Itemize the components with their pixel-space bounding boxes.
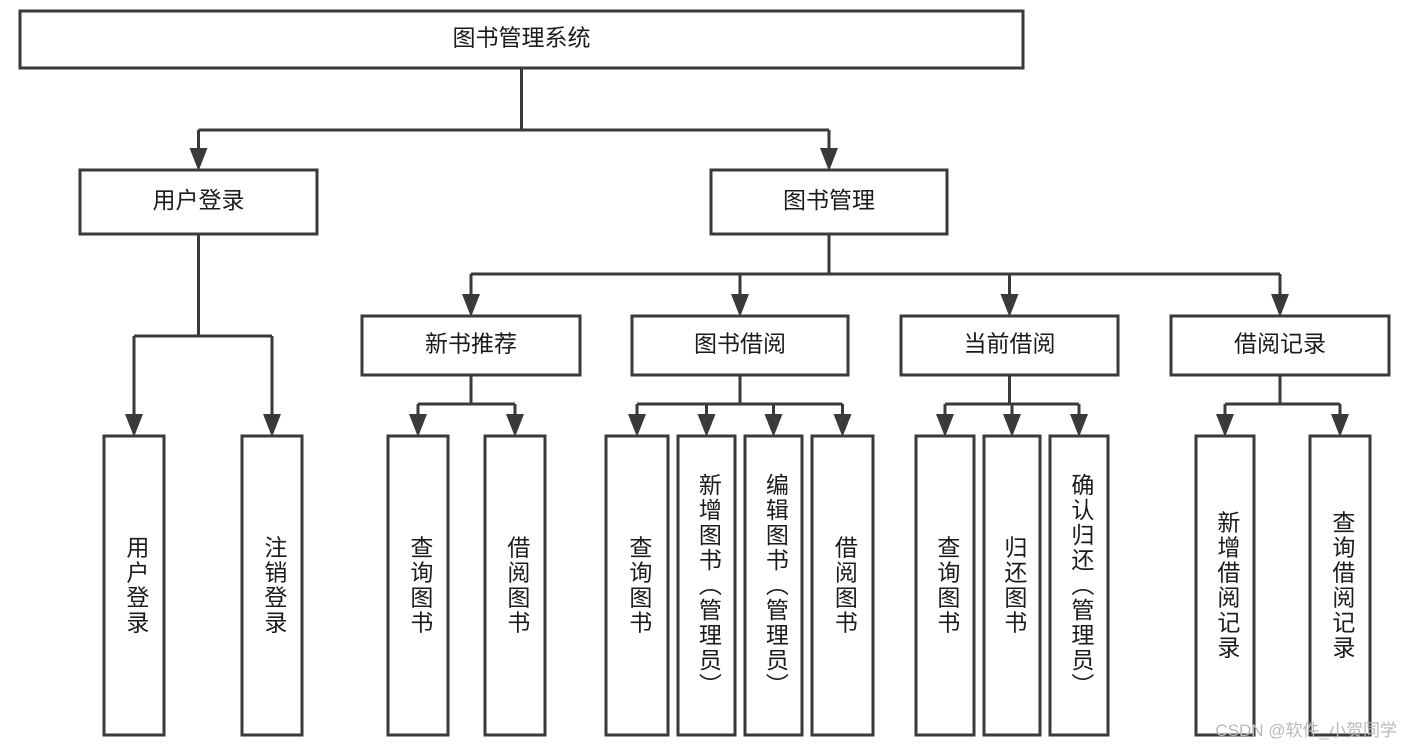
arrow-head-icon <box>1070 414 1088 437</box>
connector-group-new-book-rec <box>409 375 524 437</box>
node-leaf-add-record[interactable]: 新增借阅记录 <box>1194 434 1256 737</box>
arrow-head-icon <box>731 294 749 317</box>
connector-group-book-manage <box>462 234 1289 317</box>
node-user-login[interactable]: 用户登录 <box>78 168 319 236</box>
node-box-leaf-return-book[interactable] <box>982 434 1042 737</box>
arrow-head-icon <box>1216 414 1234 437</box>
arrow-head-icon <box>1003 414 1021 437</box>
arrow-head-icon <box>833 414 852 437</box>
connector-group-user-login <box>125 234 281 437</box>
node-box-current-borrow[interactable] <box>899 314 1120 377</box>
node-label-leaf-query-record: 查询借阅记录 <box>1329 511 1356 661</box>
node-box-leaf-confirm-return[interactable] <box>1048 434 1110 737</box>
node-box-leaf-edit-book[interactable] <box>743 434 804 737</box>
node-box-user-login[interactable] <box>78 168 319 236</box>
connector-group-borrow-record <box>1216 375 1349 437</box>
node-box-leaf-query-book[interactable] <box>604 434 670 737</box>
node-box-leaf-logout[interactable] <box>240 434 304 737</box>
node-label-leaf-query-book-rec: 查询图书 <box>407 536 434 636</box>
node-leaf-user-login[interactable]: 用户登录 <box>102 434 166 737</box>
arrow-head-icon <box>1331 414 1349 437</box>
arrow-head-icon <box>1000 294 1019 317</box>
node-leaf-logout[interactable]: 注销登录 <box>240 434 304 737</box>
node-root[interactable]: 图书管理系统 <box>18 9 1025 70</box>
node-new-book-rec[interactable]: 新书推荐 <box>360 314 582 377</box>
node-label-leaf-add-book: 新增图书（管理员） <box>695 473 722 698</box>
arrow-head-icon <box>462 294 480 317</box>
node-label-leaf-return-book: 归还图书 <box>1001 536 1028 636</box>
node-box-book-manage[interactable] <box>709 168 949 236</box>
connector-group-book-borrow <box>628 375 852 437</box>
node-layer: 图书管理系统用户登录图书管理新书推荐图书借阅当前借阅借阅记录用户登录注销登录查询… <box>18 9 1391 737</box>
arrow-head-icon <box>1271 294 1289 317</box>
node-box-book-borrow[interactable] <box>630 314 850 377</box>
connector-layer <box>125 68 1349 437</box>
node-leaf-query-book-rec[interactable]: 查询图书 <box>386 434 450 737</box>
node-leaf-borrow-book[interactable]: 借阅图书 <box>810 434 875 737</box>
node-box-leaf-borrow-book-rec[interactable] <box>483 434 547 737</box>
node-box-leaf-query-book-cur[interactable] <box>914 434 976 737</box>
node-borrow-record[interactable]: 借阅记录 <box>1169 314 1391 377</box>
arrow-head-icon <box>936 414 954 437</box>
node-label-leaf-borrow-book-rec: 借阅图书 <box>504 536 531 636</box>
node-box-borrow-record[interactable] <box>1169 314 1391 377</box>
arrow-head-icon <box>628 414 646 437</box>
arrow-head-icon <box>820 148 838 171</box>
node-book-borrow[interactable]: 图书借阅 <box>630 314 850 377</box>
node-label-user-login: 用户登录 <box>153 187 245 213</box>
arrow-head-icon <box>764 414 783 437</box>
node-label-leaf-confirm-return: 确认归还（管理员） <box>1068 473 1095 698</box>
node-label-leaf-query-book: 查询图书 <box>626 536 653 636</box>
arrow-head-icon <box>189 148 208 171</box>
node-book-manage[interactable]: 图书管理 <box>709 168 949 236</box>
node-label-root: 图书管理系统 <box>453 25 591 51</box>
node-label-leaf-borrow-book: 借阅图书 <box>831 536 858 636</box>
node-box-leaf-user-login[interactable] <box>102 434 166 737</box>
node-leaf-query-record[interactable]: 查询借阅记录 <box>1308 434 1372 737</box>
node-box-root[interactable] <box>18 9 1025 70</box>
node-box-leaf-query-book-rec[interactable] <box>386 434 450 737</box>
connector-group-current-borrow <box>936 375 1088 437</box>
node-leaf-return-book[interactable]: 归还图书 <box>982 434 1042 737</box>
node-leaf-add-book[interactable]: 新增图书（管理员） <box>676 434 737 737</box>
arrow-head-icon <box>263 414 281 437</box>
watermark-label: CSDN @软件_小贺同学 <box>1215 721 1397 740</box>
node-label-leaf-logout: 注销登录 <box>261 536 288 636</box>
connector-group-root <box>189 68 838 171</box>
arrow-head-icon <box>506 414 524 437</box>
node-label-leaf-add-record: 新增借阅记录 <box>1214 511 1241 661</box>
arrow-head-icon <box>409 414 427 437</box>
node-label-leaf-query-book-cur: 查询图书 <box>934 536 961 636</box>
node-leaf-query-book[interactable]: 查询图书 <box>604 434 670 737</box>
node-box-leaf-borrow-book[interactable] <box>810 434 875 737</box>
node-leaf-query-book-cur[interactable]: 查询图书 <box>914 434 976 737</box>
node-box-leaf-add-book[interactable] <box>676 434 737 737</box>
node-current-borrow[interactable]: 当前借阅 <box>899 314 1120 377</box>
node-leaf-borrow-book-rec[interactable]: 借阅图书 <box>483 434 547 737</box>
node-leaf-confirm-return[interactable]: 确认归还（管理员） <box>1048 434 1110 737</box>
node-label-new-book-rec: 新书推荐 <box>425 331 517 357</box>
node-label-book-borrow: 图书借阅 <box>694 331 786 357</box>
node-label-leaf-user-login: 用户登录 <box>123 536 150 636</box>
node-label-book-manage: 图书管理 <box>783 187 875 213</box>
node-leaf-edit-book[interactable]: 编辑图书（管理员） <box>743 434 804 737</box>
arrow-head-icon <box>697 414 716 437</box>
arrow-head-icon <box>125 414 143 437</box>
node-label-leaf-edit-book: 编辑图书（管理员） <box>762 473 789 698</box>
node-label-borrow-record: 借阅记录 <box>1234 331 1326 357</box>
node-box-leaf-query-record[interactable] <box>1308 434 1372 737</box>
node-label-current-borrow: 当前借阅 <box>964 331 1056 357</box>
node-box-leaf-add-record[interactable] <box>1194 434 1256 737</box>
node-box-new-book-rec[interactable] <box>360 314 582 377</box>
